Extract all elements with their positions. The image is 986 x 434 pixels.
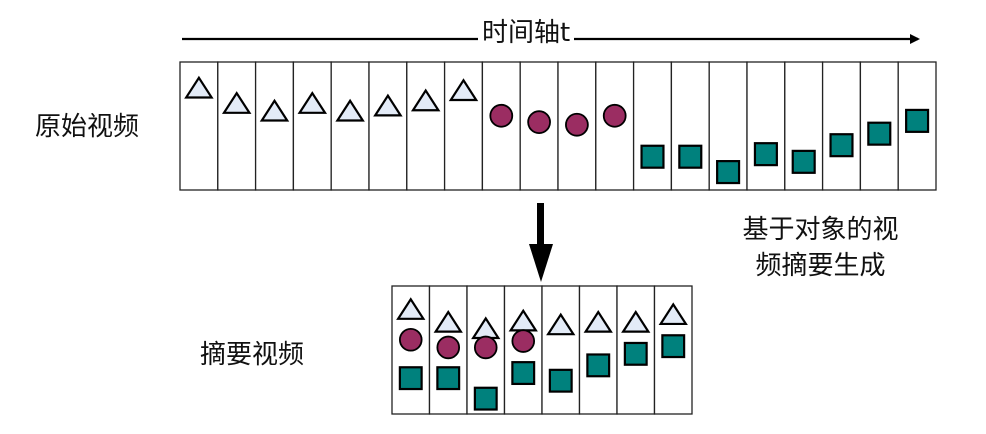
square-object xyxy=(623,341,648,366)
square-object xyxy=(548,368,573,393)
circle-object xyxy=(602,103,627,128)
square-object xyxy=(867,121,892,146)
triangle-object xyxy=(546,312,576,336)
video-frame xyxy=(821,61,862,191)
process-description-line1: 基于对象的视 xyxy=(742,215,899,245)
circle-object xyxy=(511,329,536,353)
triangle-object xyxy=(335,98,365,122)
circle-object xyxy=(565,112,589,137)
video-frame xyxy=(254,61,295,191)
video-frame xyxy=(503,285,543,415)
square-object xyxy=(829,133,854,158)
triangle-object xyxy=(184,75,214,99)
triangle-object xyxy=(658,302,688,326)
square-object xyxy=(661,334,686,359)
square-object xyxy=(586,353,611,378)
square-object xyxy=(791,149,816,174)
summary-video-strip xyxy=(391,285,693,415)
down-arrow xyxy=(529,203,553,282)
original-video-label: 原始视频 xyxy=(35,112,140,142)
square-object xyxy=(398,366,423,391)
video-frame xyxy=(541,285,581,415)
square-object xyxy=(905,108,930,133)
video-frame xyxy=(292,61,332,191)
square-object xyxy=(753,142,778,167)
circle-object xyxy=(398,327,423,352)
video-frame xyxy=(670,61,710,191)
triangle-object xyxy=(583,310,613,333)
triangle-object xyxy=(621,310,651,333)
circle-object xyxy=(527,110,551,135)
triangle-object xyxy=(259,98,290,122)
triangle-object xyxy=(448,78,479,102)
video-frame xyxy=(746,61,786,191)
original-video-strip xyxy=(179,61,937,191)
summary-video-label: 摘要视频 xyxy=(200,340,305,370)
video-frame xyxy=(330,61,370,191)
triangle-object xyxy=(433,310,463,333)
square-object xyxy=(473,386,498,411)
timeline-label: 时间轴t xyxy=(478,16,575,50)
circle-object xyxy=(436,335,461,360)
square-object xyxy=(436,366,461,391)
square-object xyxy=(640,144,665,169)
triangle-object xyxy=(221,91,252,114)
circle-object xyxy=(489,103,514,128)
video-frame xyxy=(578,285,618,415)
video-frame xyxy=(217,61,257,191)
process-description: 基于对象的视 频摘要生成 xyxy=(718,212,923,284)
video-frame xyxy=(406,61,446,191)
square-object xyxy=(511,361,536,386)
square-object xyxy=(678,144,703,169)
process-description-line2: 频摘要生成 xyxy=(755,251,886,281)
video-frame xyxy=(632,61,673,191)
triangle-object xyxy=(410,88,441,112)
triangle-object xyxy=(297,91,328,114)
video-frame xyxy=(368,61,408,191)
triangle-object xyxy=(396,297,426,320)
square-object xyxy=(716,160,741,185)
triangle-object xyxy=(373,93,403,117)
circle-object xyxy=(473,335,498,360)
